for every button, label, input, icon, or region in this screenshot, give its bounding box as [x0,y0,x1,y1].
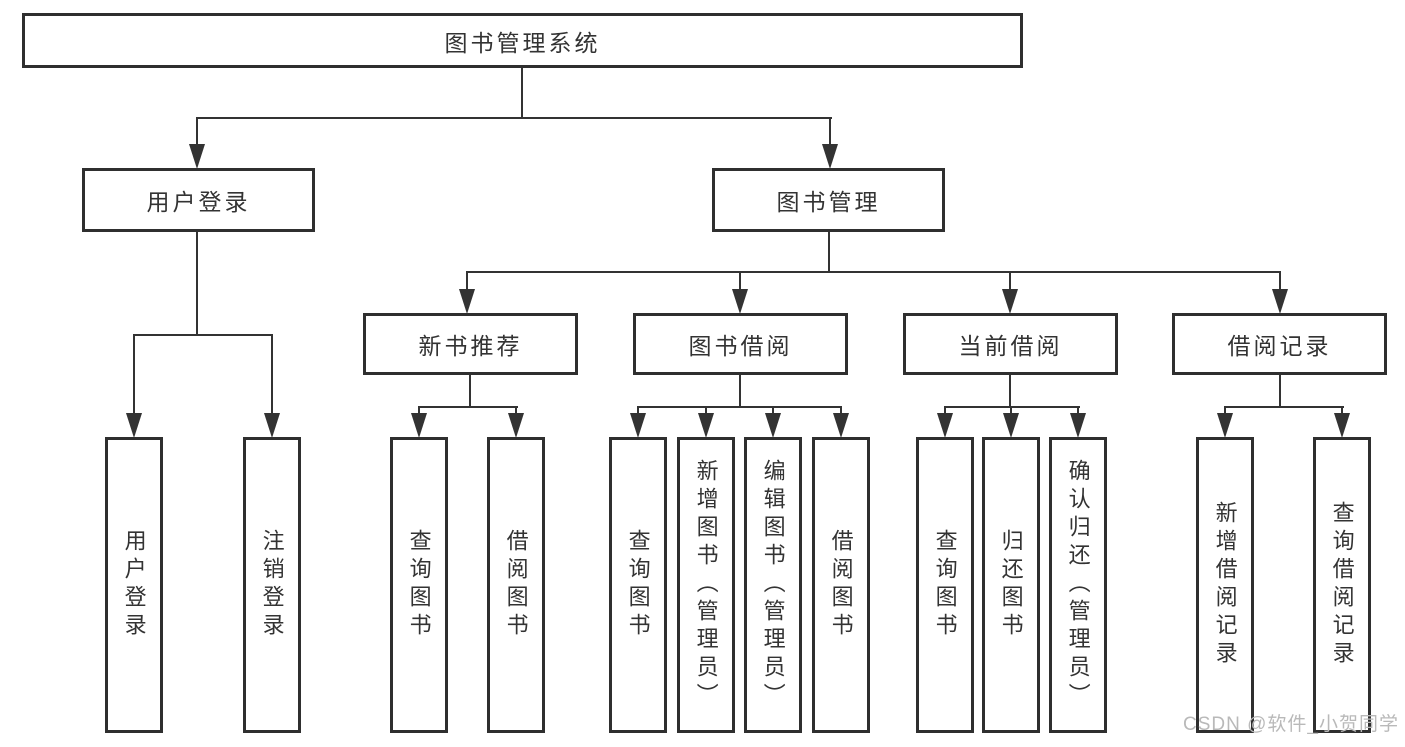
node-label: 借阅记录 [1227,333,1332,359]
node-current-borrow: 当前借阅 [903,313,1118,375]
connector-line [1341,406,1343,418]
leaf-confirm-return-admin: 确认归还（管理员） [1049,437,1107,733]
node-book-management: 图书管理 [712,168,945,232]
leaf-label: 借阅图书 [828,529,854,641]
node-label: 新书推荐 [418,333,523,359]
arrow-down-icon [1272,289,1288,314]
csdn-watermark: CSDN @软件_小贺同学 [1183,714,1399,735]
arrow-down-icon [833,413,849,438]
arrow-down-icon [937,413,953,438]
arrow-down-icon [1002,289,1018,314]
connector-line [469,375,471,408]
connector-line [196,117,198,147]
leaf-borrow-books-1: 借阅图书 [487,437,545,733]
leaf-user-login: 用户登录 [105,437,163,733]
connector-line [829,117,831,147]
leaf-label: 新增借阅记录 [1212,501,1238,669]
arrow-down-icon [630,413,646,438]
arrow-down-icon [765,413,781,438]
leaf-label: 查询图书 [406,529,432,641]
node-label: 图书借阅 [688,333,793,359]
leaf-label: 确认归还（管理员） [1065,459,1091,711]
node-library-system: 图书管理系统 [22,13,1023,68]
leaf-edit-book-admin: 编辑图书（管理员） [744,437,802,733]
connector-line [133,334,273,336]
connector-line [466,271,468,293]
arrow-down-icon [126,413,142,438]
connector-line [1009,271,1011,293]
arrow-down-icon [732,289,748,314]
node-label: 图书管理系统 [444,29,601,56]
node-borrow-records: 借阅记录 [1172,313,1387,375]
leaf-label: 查询借阅记录 [1329,501,1355,669]
node-new-book-recommend: 新书推荐 [363,313,578,375]
connector-line [1279,375,1281,408]
connector-line [944,406,1080,408]
node-label: 图书管理 [776,189,881,215]
connector-line [196,117,832,119]
node-label: 当前借阅 [958,333,1063,359]
connector-line [944,406,946,418]
connector-line [1224,406,1226,418]
connector-line [637,406,639,418]
arrow-down-icon [189,144,205,169]
connector-line [515,406,517,418]
connector-line [196,232,198,336]
connector-line [1010,406,1012,418]
leaf-label: 注销登录 [259,529,285,641]
arrow-down-icon [1003,413,1019,438]
arrow-down-icon [822,144,838,169]
node-label: 用户登录 [146,189,251,215]
connector-line [418,406,518,408]
connector-line [739,271,741,293]
connector-line [466,271,1281,273]
connector-line [1009,375,1011,408]
leaf-label: 查询图书 [625,529,651,641]
leaf-logout: 注销登录 [243,437,301,733]
arrow-down-icon [411,413,427,438]
connector-line [521,68,523,118]
leaf-query-books-2: 查询图书 [609,437,667,733]
connector-line [772,406,774,418]
arrow-down-icon [1334,413,1350,438]
leaf-return-book: 归还图书 [982,437,1040,733]
arrow-down-icon [459,289,475,314]
leaf-label: 归还图书 [998,529,1024,641]
leaf-query-borrow-record: 查询借阅记录 [1313,437,1371,733]
leaf-label: 用户登录 [121,529,147,641]
leaf-label: 新增图书（管理员） [693,459,719,711]
leaf-query-books-3: 查询图书 [916,437,974,733]
connector-line [739,375,741,408]
connector-line [271,334,273,416]
connector-line [1224,406,1344,408]
leaf-label: 编辑图书（管理员） [760,459,786,711]
arrow-down-icon [508,413,524,438]
connector-line [705,406,707,418]
arrow-down-icon [264,413,280,438]
node-user-login: 用户登录 [82,168,315,232]
node-book-borrow: 图书借阅 [633,313,848,375]
connector-line [133,334,135,416]
arrow-down-icon [1217,413,1233,438]
leaf-query-books-1: 查询图书 [390,437,448,733]
connector-line [1077,406,1079,418]
arrow-down-icon [698,413,714,438]
leaf-label: 查询图书 [932,529,958,641]
connector-line [418,406,420,418]
connector-line [828,232,830,273]
leaf-add-book-admin: 新增图书（管理员） [677,437,735,733]
leaf-borrow-books-2: 借阅图书 [812,437,870,733]
leaf-add-borrow-record: 新增借阅记录 [1196,437,1254,733]
connector-line [1279,271,1281,293]
arrow-down-icon [1070,413,1086,438]
connector-line [840,406,842,418]
leaf-label: 借阅图书 [503,529,529,641]
connector-line [637,406,842,408]
